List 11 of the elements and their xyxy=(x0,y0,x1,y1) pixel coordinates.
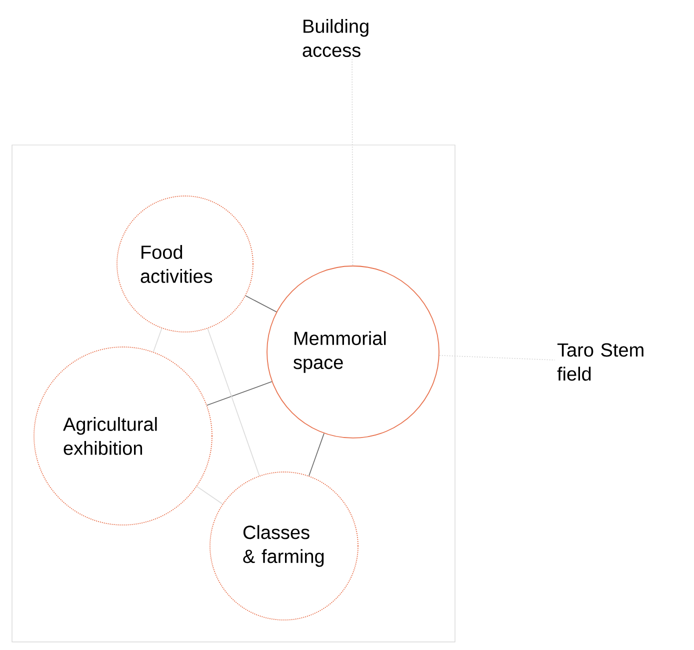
connector-line xyxy=(207,328,260,476)
connector-line xyxy=(438,355,556,360)
connector-line xyxy=(206,381,272,406)
label-text: Building access xyxy=(302,19,368,57)
connector-line xyxy=(308,433,324,476)
label-text: Taro Stem field xyxy=(557,343,644,381)
connector-line xyxy=(152,328,162,352)
connector-line xyxy=(245,295,277,312)
site-boundary xyxy=(12,144,456,642)
connector-line xyxy=(196,486,223,504)
connector-line xyxy=(352,58,354,266)
